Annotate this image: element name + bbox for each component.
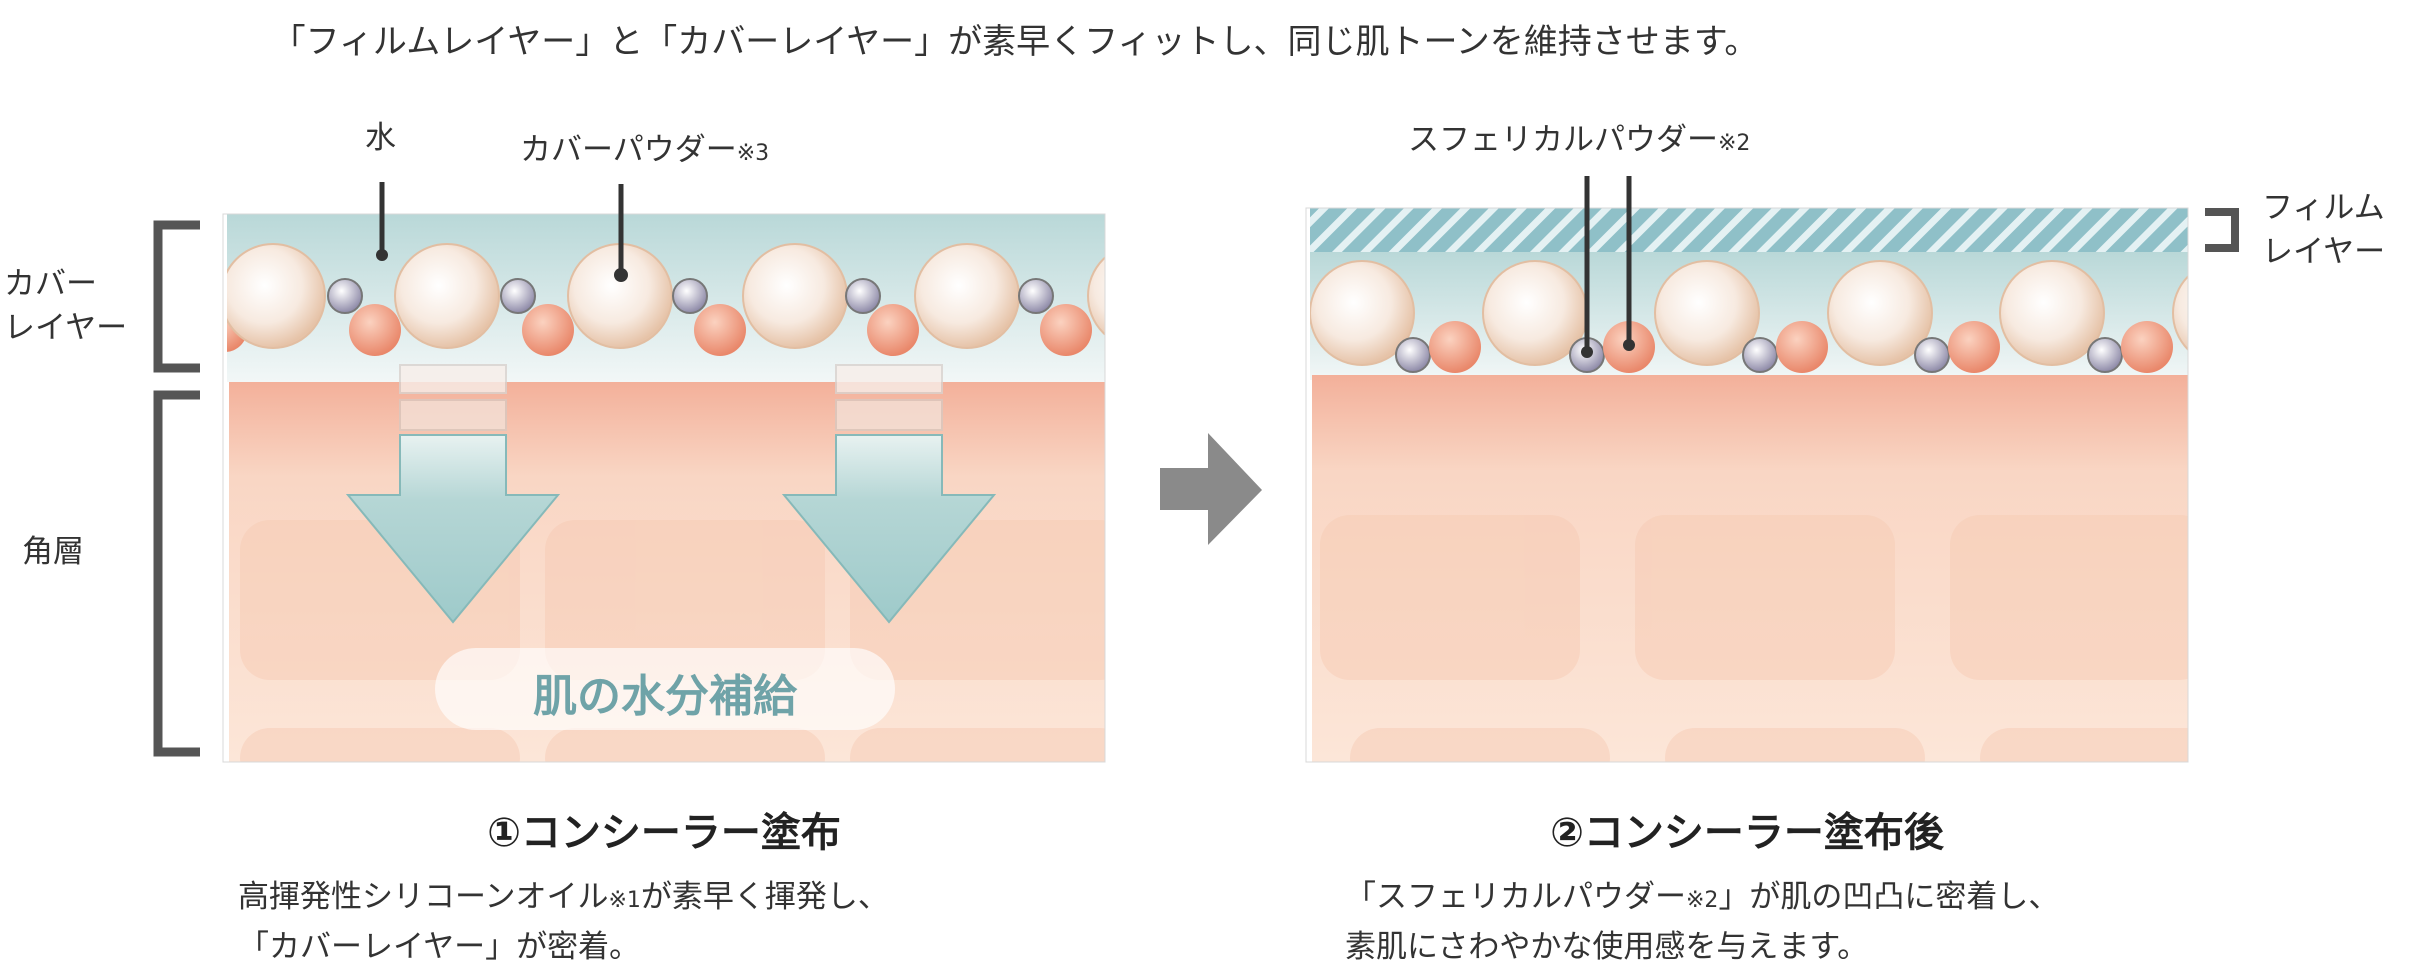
side-label-stratum: 角層 [22, 534, 84, 570]
side-label-film-line2: レイヤー [2262, 234, 2386, 270]
left-panel [227, 214, 1105, 762]
left-beads [227, 243, 1105, 356]
label-spherical-powder: スフェリカルパウダー※2 [1408, 114, 1750, 159]
left-desc-line1-a: 高揮発性シリコーンオイル [238, 879, 609, 915]
left-desc-note: ※1 [608, 888, 641, 913]
left-caption: ①コンシーラー塗布 [487, 810, 841, 856]
left-desc-line1-b: が素早く揮発し、 [640, 879, 889, 915]
left-desc-line1: 高揮発性シリコーンオイル※1が素早く揮発し、 [238, 874, 889, 924]
label-cover-powder-note: ※3 [736, 141, 770, 166]
side-label-cover-layer-line2: レイヤー [4, 310, 128, 346]
side-label-film-line1: フィルム [2262, 190, 2385, 226]
right-desc-line1-b: 」が肌の凹凸に密着し、 [1718, 879, 2060, 915]
hydration-arrow-left [345, 364, 561, 624]
left-description: 高揮発性シリコーンオイル※1が素早く揮発し、 「カバーレイヤー」が密着。 [238, 874, 889, 970]
right-skin-cells [1320, 515, 2188, 762]
right-skin-layer [1312, 375, 2188, 762]
cover-layer-bracket [153, 220, 200, 373]
transition-arrow [1160, 433, 1262, 545]
right-desc-line1-a: 「スフェリカルパウダー [1345, 879, 1686, 915]
label-cover-powder-text: カバーパウダー [520, 132, 737, 168]
right-desc-line1: 「スフェリカルパウダー※2」が肌の凹凸に密着し、 [1345, 874, 2059, 924]
side-label-cover-layer: カバー レイヤー [4, 262, 127, 350]
right-beads [1310, 260, 2188, 373]
right-desc-line2: 素肌にさわやかな使用感を与えます。 [1345, 929, 1869, 965]
side-label-film-layer: フィルム レイヤー [2262, 186, 2385, 274]
label-spherical-note: ※2 [1718, 131, 1751, 156]
film-layer [1310, 208, 2188, 252]
hydration-arrow-right [781, 364, 997, 624]
right-desc-note: ※2 [1686, 888, 1719, 913]
right-caption: ②コンシーラー塗布後 [1550, 810, 1944, 856]
hydration-text: 肌の水分補給 [533, 671, 797, 722]
left-desc-line2: 「カバーレイヤー」が密着。 [238, 929, 641, 965]
hydration-pill [435, 648, 895, 730]
page-title: 「フィルムレイヤー」と「カバーレイヤー」が素早くフィットし、同じ肌トーンを維持さ… [271, 22, 1759, 62]
stratum-bracket [153, 390, 200, 757]
label-water: 水 [365, 120, 396, 156]
film-layer-bracket [2205, 208, 2239, 252]
label-spherical-text: スフェリカルパウダー [1408, 122, 1718, 158]
side-label-cover-layer-line1: カバー [4, 266, 97, 302]
right-description: 「スフェリカルパウダー※2」が肌の凹凸に密着し、 素肌にさわやかな使用感を与えま… [1345, 874, 2059, 970]
label-cover-powder: カバーパウダー※3 [520, 124, 769, 169]
right-panel [1310, 208, 2188, 762]
